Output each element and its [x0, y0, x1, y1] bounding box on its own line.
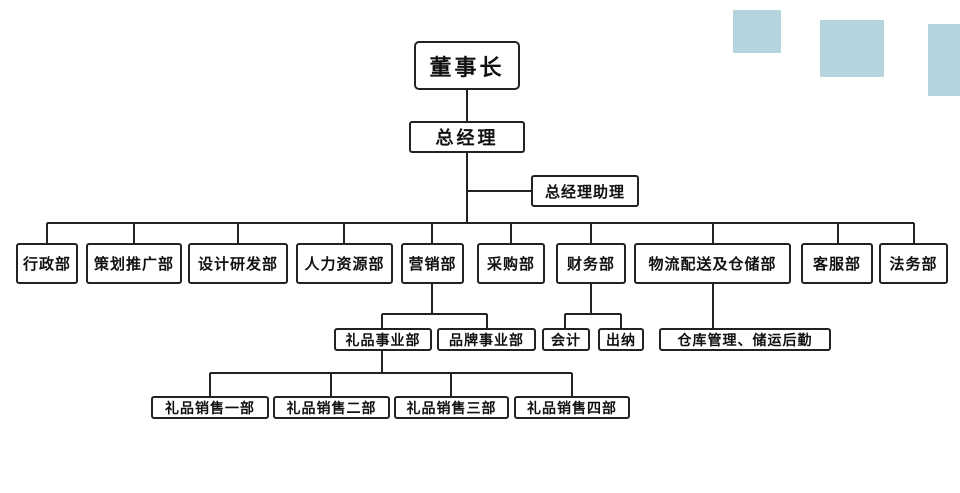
- node-dept-legal: 法务部: [879, 243, 948, 284]
- node-gift-sales-1: 礼品销售一部: [151, 396, 269, 419]
- node-dept-logistics-warehouse: 物流配送及仓储部: [634, 243, 791, 284]
- node-chairman: 董事长: [414, 41, 520, 90]
- node-dept-finance: 财务部: [556, 243, 626, 284]
- decorative-square-2: [820, 20, 884, 77]
- decorative-square-3: [928, 24, 960, 96]
- node-gift-sales-2: 礼品销售二部: [273, 396, 390, 419]
- node-dept-planning-promotion: 策划推广部: [86, 243, 182, 284]
- node-dept-hr: 人力资源部: [296, 243, 393, 284]
- node-gm-assistant: 总经理助理: [531, 175, 639, 207]
- node-warehouse-logistics: 仓库管理、储运后勤: [659, 328, 831, 351]
- node-dept-purchasing: 采购部: [477, 243, 545, 284]
- node-dept-marketing: 营销部: [401, 243, 464, 284]
- node-gift-division: 礼品事业部: [334, 328, 432, 351]
- node-gift-sales-3: 礼品销售三部: [394, 396, 509, 419]
- node-cashier: 出纳: [598, 328, 644, 351]
- node-dept-design-rd: 设计研发部: [188, 243, 288, 284]
- node-gift-sales-4: 礼品销售四部: [514, 396, 630, 419]
- node-general-manager: 总经理: [409, 121, 525, 153]
- decorative-square-1: [733, 10, 781, 53]
- node-dept-admin: 行政部: [16, 243, 78, 284]
- node-brand-division: 品牌事业部: [437, 328, 536, 351]
- node-accounting: 会计: [542, 328, 590, 351]
- node-dept-customer-service: 客服部: [801, 243, 873, 284]
